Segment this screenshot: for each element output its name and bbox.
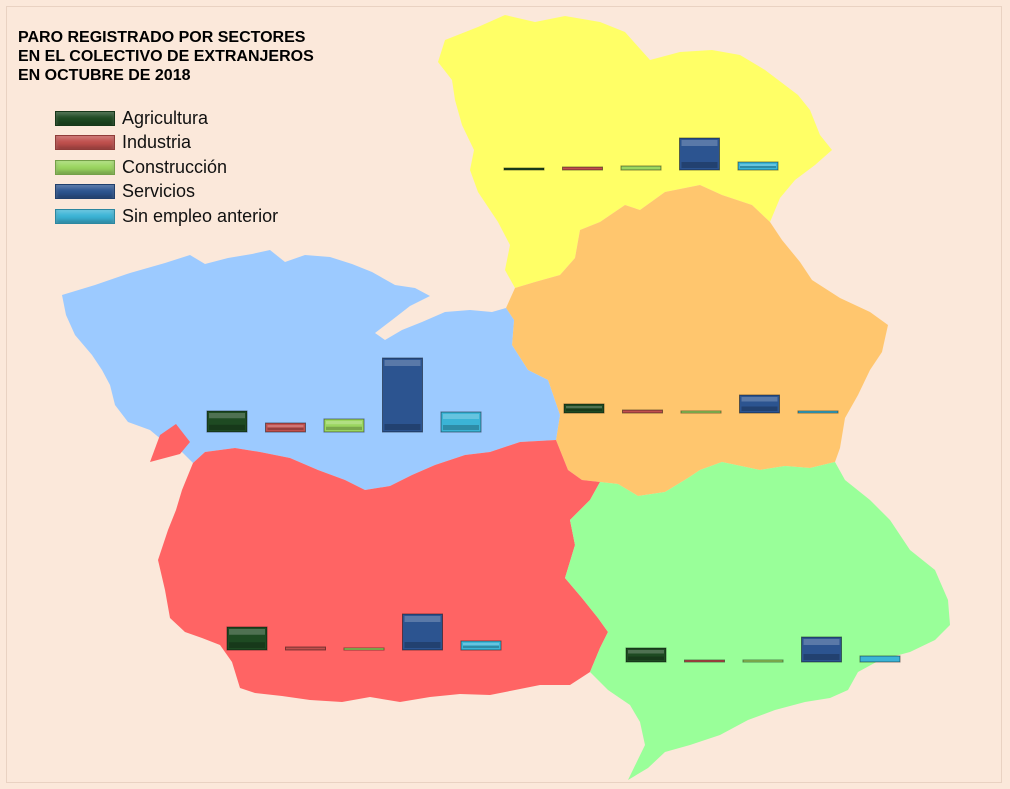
- bar-toledo-construccion: [323, 418, 365, 433]
- bar-highlight-albacete-agricultura: [628, 650, 664, 654]
- title-line-2: EN EL COLECTIVO DE EXTRANJEROS: [18, 48, 314, 65]
- bar-highlight-toledo-construccion: [326, 421, 362, 425]
- bar-albacete-agricultura: [625, 647, 667, 663]
- bar-guadalajara-industria: [562, 166, 603, 171]
- bar-shadow-cuenca-agricultura: [566, 408, 602, 411]
- bar-ciudad-real-servicios: [402, 613, 443, 651]
- bar-shadow-toledo-construccion: [326, 426, 362, 430]
- chart-title: PARO REGISTRADO POR SECTORES EN EL COLEC…: [18, 28, 438, 85]
- legend-label-servicios: Servicios: [122, 181, 196, 202]
- region-toledo: [62, 250, 560, 490]
- legend-label-sin-empleo: Sin empleo anterior: [122, 205, 279, 226]
- bar-highlight-toledo-industria: [267, 425, 304, 428]
- bar-cuenca-agricultura: [563, 403, 605, 414]
- bar-albacete-industria: [684, 659, 725, 663]
- bar-shadow-toledo-sin-empleo: [443, 425, 479, 430]
- bar-highlight-guadalajara-servicios: [681, 140, 718, 146]
- bar-highlight-toledo-servicios: [384, 360, 421, 366]
- bar-ciudad-real-industria: [285, 646, 326, 651]
- bar-guadalajara-agricultura: [503, 167, 545, 171]
- legend-item-servicios: Servicios: [55, 180, 278, 205]
- legend-swatch-industria: [55, 135, 115, 151]
- legend-swatch-servicios: [55, 184, 115, 200]
- bar-shadow-cuenca-servicios: [741, 406, 778, 411]
- bar-highlight-cuenca-servicios: [741, 397, 778, 402]
- bar-shadow-toledo-agricultura: [209, 424, 245, 430]
- bar-shadow-albacete-agricultura: [628, 656, 664, 660]
- legend-item-sin-empleo: Sin empleo anterior: [55, 204, 278, 229]
- bar-shadow-toledo-industria: [267, 427, 304, 430]
- region-ciudad-real: [158, 440, 608, 702]
- bar-albacete-construccion: [742, 659, 784, 663]
- bar-cuenca-sin-empleo: [797, 410, 839, 414]
- title-line-1: PARO REGISTRADO POR SECTORES: [18, 29, 306, 46]
- bar-highlight-toledo-agricultura: [209, 413, 245, 419]
- bar-ciudad-real-agricultura: [226, 626, 268, 651]
- legend-item-agricultura: Agricultura: [55, 106, 278, 131]
- bar-cuenca-industria: [622, 409, 663, 414]
- bar-shadow-albacete-servicios: [803, 654, 840, 660]
- bar-highlight-guadalajara-sin-empleo: [740, 164, 776, 166]
- bar-highlight-toledo-sin-empleo: [443, 414, 479, 419]
- bar-shadow-toledo-servicios: [384, 424, 421, 430]
- chart-frame: [6, 6, 1002, 783]
- bar-cuenca-construccion: [680, 410, 722, 414]
- bar-albacete-servicios: [801, 636, 842, 663]
- bar-guadalajara-servicios: [679, 137, 720, 171]
- legend: Agricultura Industria Construcción Servi…: [55, 106, 278, 229]
- bar-highlight-ciudad-real-servicios: [404, 616, 441, 622]
- legend-label-industria: Industria: [122, 132, 192, 153]
- legend-swatch-sin-empleo: [55, 208, 115, 224]
- region-guadalajara: [438, 15, 832, 288]
- region-cuenca: [506, 185, 888, 496]
- bar-shadow-ciudad-real-sin-empleo: [463, 645, 499, 648]
- bar-toledo-industria: [265, 422, 306, 433]
- legend-item-construccion: Construcción: [55, 155, 278, 180]
- bar-groups: [206, 137, 901, 663]
- bar-ciudad-real-sin-empleo: [460, 640, 502, 651]
- bar-shadow-ciudad-real-servicios: [404, 642, 441, 648]
- bar-ciudad-real-construccion: [343, 647, 385, 651]
- bar-highlight-albacete-servicios: [803, 639, 840, 645]
- bar-cuenca-servicios: [739, 394, 780, 414]
- title-line-3: EN OCTUBRE DE 2018: [18, 67, 191, 84]
- bar-toledo-agricultura: [206, 410, 248, 433]
- legend-swatch-construccion: [55, 159, 115, 175]
- bar-toledo-servicios: [382, 357, 423, 433]
- bar-guadalajara-construccion: [620, 165, 662, 171]
- region-albacete: [565, 462, 950, 780]
- legend-swatch-agricultura: [55, 110, 115, 126]
- bar-shadow-guadalajara-servicios: [681, 162, 718, 168]
- legend-item-industria: Industria: [55, 131, 278, 156]
- bar-albacete-sin-empleo: [859, 655, 901, 663]
- bar-shadow-guadalajara-sin-empleo: [740, 166, 776, 168]
- bar-guadalajara-sin-empleo: [737, 161, 779, 171]
- bar-highlight-cuenca-agricultura: [566, 406, 602, 409]
- bar-shadow-ciudad-real-agricultura: [229, 642, 265, 648]
- bar-highlight-ciudad-real-agricultura: [229, 629, 265, 635]
- legend-label-agricultura: Agricultura: [122, 107, 209, 128]
- bar-highlight-ciudad-real-sin-empleo: [463, 643, 499, 646]
- bar-toledo-sin-empleo: [440, 411, 482, 433]
- legend-label-construccion: Construcción: [122, 156, 228, 177]
- region-enclave: [150, 424, 190, 462]
